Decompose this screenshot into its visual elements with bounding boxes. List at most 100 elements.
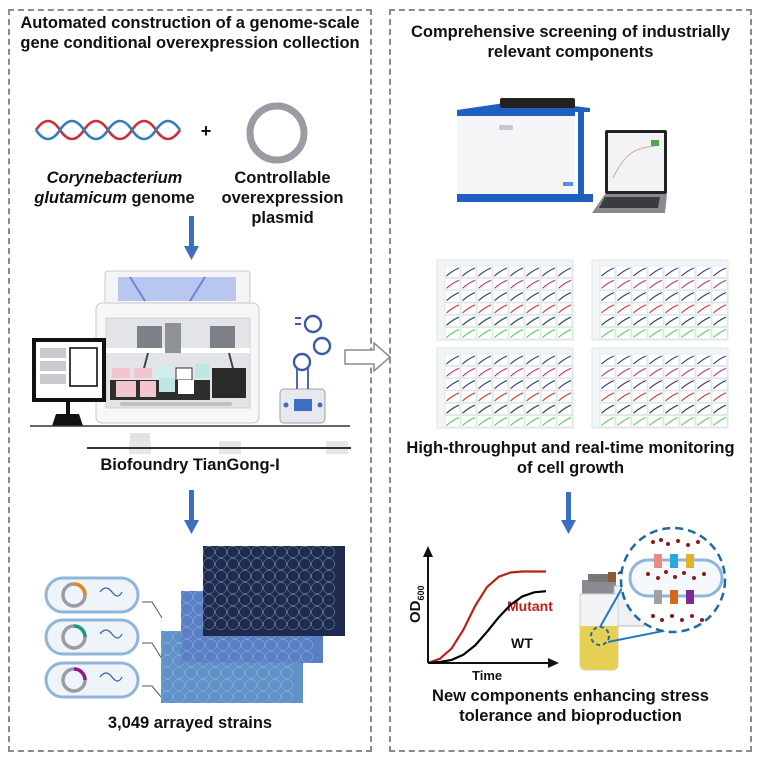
plate-reader-illustration xyxy=(457,98,667,213)
growth-curve xyxy=(526,279,540,289)
growth-curve xyxy=(697,380,711,390)
growth-curve xyxy=(510,328,524,338)
growth-curve xyxy=(633,367,647,377)
arrow-down-icon xyxy=(561,492,576,534)
growth-curve xyxy=(446,304,460,314)
growth-curve xyxy=(601,267,615,277)
growth-curve xyxy=(542,328,556,338)
growth-curve xyxy=(601,380,615,390)
growth-curve xyxy=(494,267,508,277)
growth-curve xyxy=(633,404,647,414)
growth-curve xyxy=(510,404,524,414)
arrow-down-icon xyxy=(184,490,199,534)
growth-curve xyxy=(649,267,663,277)
growth-curve xyxy=(633,355,647,365)
series-line-wt xyxy=(427,590,547,665)
growth-curve xyxy=(665,292,679,302)
growth-curve xyxy=(665,404,679,414)
growth-curve xyxy=(526,416,540,426)
dna-helix-icon xyxy=(34,119,182,141)
growth-curve xyxy=(526,292,540,302)
growth-curve xyxy=(633,292,647,302)
growth-curve xyxy=(494,404,508,414)
growth-curve xyxy=(558,380,572,390)
growth-curve xyxy=(665,416,679,426)
growth-curve xyxy=(494,416,508,426)
left-panel xyxy=(8,9,372,752)
growth-curve xyxy=(649,355,663,365)
growth-curve xyxy=(494,328,508,338)
growth-curve xyxy=(526,304,540,314)
growth-curve xyxy=(446,292,460,302)
growth-curve xyxy=(697,304,711,314)
growth-curve xyxy=(558,279,572,289)
growth-curve xyxy=(681,328,695,338)
growth-curve xyxy=(510,392,524,402)
growth-curve xyxy=(510,292,524,302)
growth-curve xyxy=(462,380,476,390)
growth-curve xyxy=(462,328,476,338)
growth-curve xyxy=(617,292,631,302)
cell-3 xyxy=(44,661,140,699)
growth-curve xyxy=(478,267,492,277)
hollow-arrow-right-icon xyxy=(344,341,392,373)
growth-curve xyxy=(617,367,631,377)
growth-curve xyxy=(446,367,460,377)
growth-curve xyxy=(633,316,647,326)
growth-curve xyxy=(510,380,524,390)
growth-curve xyxy=(665,380,679,390)
right-panel-title: Comprehensive screening of industrially … xyxy=(410,23,731,61)
growth-curve xyxy=(633,304,647,314)
arrow-down-icon xyxy=(184,216,199,260)
growth-curve xyxy=(478,404,492,414)
x-axis-arrowhead xyxy=(548,658,559,668)
growth-curve xyxy=(601,404,615,414)
growth-curve xyxy=(601,392,615,402)
growth-curve xyxy=(665,328,679,338)
growth-curve xyxy=(526,316,540,326)
growth-curve xyxy=(713,304,727,314)
growth-curve xyxy=(697,279,711,289)
growth-plate xyxy=(436,259,574,341)
growth-curve xyxy=(446,267,460,277)
growth-curve xyxy=(510,367,524,377)
growth-curve xyxy=(494,355,508,365)
growth-curve xyxy=(649,292,663,302)
growth-curve xyxy=(478,392,492,402)
growth-curve xyxy=(478,292,492,302)
growth-curve xyxy=(526,380,540,390)
growth-curve xyxy=(558,392,572,402)
growth-curve xyxy=(681,316,695,326)
growth-curve xyxy=(665,304,679,314)
plasmid-label: Controllable overexpression plasmid xyxy=(221,169,344,227)
growth-curve xyxy=(542,304,556,314)
growth-curve xyxy=(601,367,615,377)
growth-curve xyxy=(697,392,711,402)
growth-curve xyxy=(462,292,476,302)
growth-curve xyxy=(510,316,524,326)
growth-curve xyxy=(494,292,508,302)
growth-curve xyxy=(494,279,508,289)
growth-curve xyxy=(526,328,540,338)
growth-curve xyxy=(446,416,460,426)
growth-curve xyxy=(681,279,695,289)
growth-curve xyxy=(713,355,727,365)
growth-curve xyxy=(478,380,492,390)
growth-curve xyxy=(617,355,631,365)
growth-curve xyxy=(633,416,647,426)
growth-curve xyxy=(462,416,476,426)
growth-curve xyxy=(697,316,711,326)
growth-plate xyxy=(591,347,729,429)
series-label-wt: WT xyxy=(511,635,533,651)
growth-curve xyxy=(665,316,679,326)
left-panel-title: Automated construction of a genome-scale… xyxy=(20,14,360,52)
x-axis-label: Time xyxy=(472,668,502,683)
growth-curve xyxy=(542,279,556,289)
growth-curve xyxy=(542,267,556,277)
growth-curve xyxy=(446,279,460,289)
growth-curve xyxy=(697,267,711,277)
growth-curve xyxy=(713,279,727,289)
growth-curve xyxy=(697,292,711,302)
growth-curve xyxy=(697,416,711,426)
growth-curve xyxy=(633,328,647,338)
